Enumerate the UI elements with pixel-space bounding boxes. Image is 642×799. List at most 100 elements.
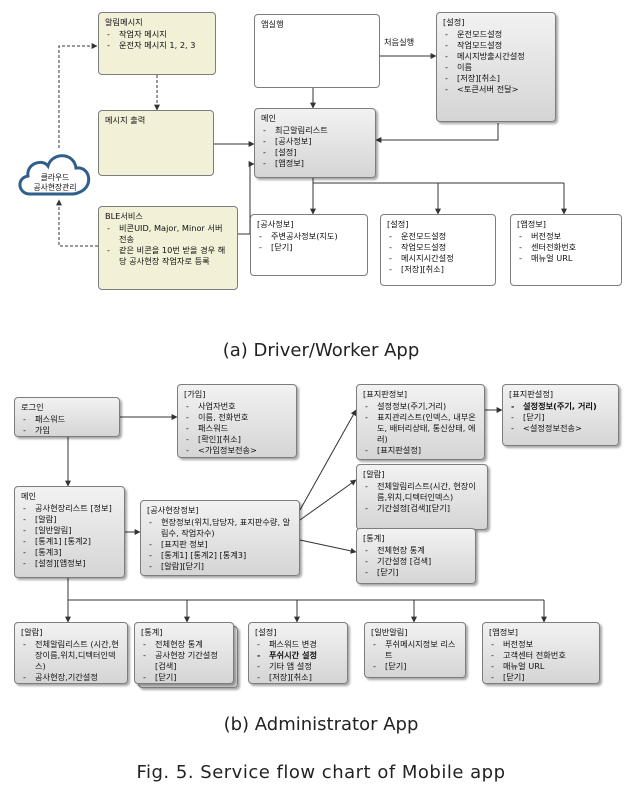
box-item: <설정정보전송>	[509, 423, 612, 434]
admin-sign-settings-box: [표지판설정] 설정정보(주기, 거리)[닫기]<설정정보전송>	[502, 384, 619, 446]
box-title: [설정]	[387, 219, 409, 229]
box-title: [표지판설정]	[509, 389, 554, 399]
box-item: 작업모드설정	[387, 242, 489, 253]
box-title: [공사정보]	[257, 219, 294, 229]
box-item-list: 패스워드 변경푸쉬시간 설정기타 앱 설정[저장][취소]	[255, 639, 341, 683]
driver-app-info-box: [앱정보] 버전정보센터전화번호매뉴얼 URL	[510, 214, 622, 286]
caption-admin-app: (b) Administrator App	[223, 714, 419, 735]
box-item-list: 사업자번호이름, 전화번호패스워드[확인][취소]<가입정보전송>	[184, 401, 290, 456]
box-item: 버전정보	[517, 231, 615, 242]
box-title: [일반알림]	[371, 627, 408, 637]
box-item: 주변공사정보(지도)	[257, 231, 361, 242]
box-item-list: 버전정보고객센터 전화번호매뉴얼 URL[닫기]	[489, 639, 593, 683]
box-item: [닫기]	[363, 567, 469, 578]
box-item-list: 운전모드설정작업모드설정메시지시간설정[저장][취소]	[387, 231, 489, 275]
driver-settings-top-box: [설정] 운전모드설정작업모드설정메시지방출시간설정이름[저장][취소]<토큰서버…	[436, 12, 556, 122]
cloud-icon	[14, 146, 96, 200]
box-item: [닫기]	[489, 672, 593, 683]
box-item: [통계1] [통계2] [통계3]	[147, 550, 293, 561]
box-item: 최근알림리스트	[261, 125, 369, 136]
box-item: [일반알림]	[21, 525, 118, 536]
box-item: [통계1] [통계2]	[21, 536, 118, 547]
box-item: 이름, 전화번호	[184, 412, 290, 423]
admin-main-box: 메인공사현장리스트 [정보][알람][일반알림][통계1] [통계2][통계3]…	[14, 486, 125, 578]
box-item-list: 설정정보(주기, 거리)[닫기]<설정정보전송>	[509, 401, 612, 434]
box-title: 로그인	[21, 402, 44, 412]
box-item: 고객센터 전화번호	[489, 650, 593, 661]
edge-cloud-alarm	[58, 43, 98, 148]
box-item-list: 운전모드설정작업모드설정메시지방출시간설정이름[저장][취소]<토큰서버 전달>	[443, 29, 549, 95]
box-item-list: 최근알림리스트[공사정보][설정][앱정보]	[261, 125, 369, 169]
driver-site-info-box: [공사정보] 주변공사정보(지도)[닫기]	[250, 214, 368, 276]
box-item: [설정][앱정보]	[21, 558, 118, 569]
box-item: [닫기]	[257, 242, 361, 253]
box-item: 기간설정[검색][닫기]	[363, 503, 481, 514]
box-title: BLE서비스	[105, 211, 143, 221]
box-item: 같은 비콘을 10번 받을 경우 해당 공사현장 작업자로 등록	[105, 245, 231, 267]
box-item: 버전정보	[489, 639, 593, 650]
box-item: 패스워드	[184, 423, 290, 434]
box-item: 운전모드설정	[443, 29, 549, 40]
admin-sign-info-box: [표지판정보] 설정정보(주기,거리)표지관리스트(인덱스, 내부온도, 배터리상…	[356, 384, 485, 460]
box-title: 메시지 출력	[105, 115, 146, 125]
admin-general-alarm-box: [일반알림]푸쉬메시지정보 리스트[닫기]	[364, 622, 466, 678]
box-item: [통계3]	[21, 547, 118, 558]
box-item: <가입정보전송>	[184, 445, 290, 456]
admin-join-box: [가입] 사업자번호이름, 전화번호패스워드[확인][취소]<가입정보전송>	[177, 384, 297, 458]
box-item: [저장][취소]	[387, 264, 489, 275]
box-item: 메시지방출시간설정	[443, 51, 549, 62]
box-item: [표지판 정보]	[147, 539, 293, 550]
box-title: 알림메시지	[105, 17, 143, 27]
box-item: 패스워드	[21, 414, 113, 425]
edge-ble-main	[238, 161, 255, 235]
box-item: 설정정보(주기,거리)	[363, 401, 478, 412]
box-item-list: 전체알림리스트(시간, 현장이름,위치,디텍터인덱스)기간설정[검색][닫기]	[363, 481, 481, 514]
box-item: 패스워드 변경	[255, 639, 341, 650]
box-title: [앱정보]	[517, 219, 546, 229]
driver-ble-service-box: BLE서비스비콘UID, Major, Minor 서버 전송같은 비콘을 10…	[98, 206, 238, 290]
box-item: 기간설정 [검색]	[363, 556, 469, 567]
box-title: [가입]	[184, 389, 206, 399]
box-item: 표지관리스트(인덱스, 내부온도, 배터리상태, 통신상태, 에러)	[363, 412, 478, 445]
box-item: 공사현장리스트 [정보]	[21, 503, 118, 514]
admin-stats-bottom-box: [통계]전체현장 통계공사현장 기간설정 [검색][닫기]	[134, 622, 234, 684]
box-title: [앱정보]	[489, 627, 518, 637]
box-item-list: 공사현장리스트 [정보][알람][일반알림][통계1] [통계2][통계3][설…	[21, 503, 118, 569]
box-title: 메인	[21, 491, 37, 501]
cloud-label-line1: 클라우드	[40, 173, 70, 182]
box-item: 전체현장 통계	[141, 639, 227, 650]
driver-app-run-box: 앱실행	[254, 14, 380, 88]
box-item: <토큰서버 전달>	[443, 84, 549, 95]
box-title: [통계]	[363, 533, 385, 543]
box-item: [알람][닫기]	[147, 561, 293, 572]
box-item-list: 버전정보센터전화번호매뉴얼 URL	[517, 231, 615, 264]
box-item: 푸쉬시간 설정	[255, 650, 341, 661]
caption-driver-app: (a) Driver/Worker App	[222, 340, 420, 361]
box-title: [설정]	[443, 17, 465, 27]
box-title: [알람]	[363, 469, 385, 479]
box-item: 작업모드설정	[443, 40, 549, 51]
box-item: [설정]	[261, 147, 369, 158]
box-title: 앱실행	[261, 19, 284, 29]
box-item: 공사현장 기간설정 [검색]	[141, 650, 227, 672]
box-item: 전체알림리스트 (시간,현장이름,위치,디텍터인덱스)	[21, 639, 121, 672]
box-item-list: 패스워드가입	[21, 414, 113, 436]
cloud-label: 클라우드 공사현장관리	[14, 173, 96, 193]
box-item: 매뉴얼 URL	[489, 661, 593, 672]
driver-settings-bottom-box: [설정] 운전모드설정작업모드설정메시지시간설정[저장][취소]	[380, 214, 496, 286]
box-item: 공사현장,기간설정	[21, 672, 121, 683]
box-item: [공사정보]	[261, 136, 369, 147]
box-item: [닫기]	[371, 661, 459, 672]
admin-settings-box: [설정]패스워드 변경푸쉬시간 설정기타 앱 설정[저장][취소]	[248, 622, 348, 684]
box-item: [저장][취소]	[443, 73, 549, 84]
box-title: [표지판정보]	[363, 389, 408, 399]
admin-login-box: 로그인패스워드가입	[14, 397, 120, 437]
box-item-list: 작업자 메시지운전자 메시지 1, 2, 3	[105, 29, 209, 51]
box-item: 운전자 메시지 1, 2, 3	[105, 40, 209, 51]
box-item: 메시지시간설정	[387, 253, 489, 264]
box-item: 가입	[21, 425, 113, 436]
edge-siteinfo-stats	[299, 539, 357, 554]
admin-alarm-bottom-box: [알람]전체알림리스트 (시간,현장이름,위치,디텍터인덱스)공사현장,기간설정	[14, 622, 128, 684]
admin-site-info-box: [공사현장정보]현장정보(위치,담당자, 표지판수량, 알림수, 작업자수)[표…	[140, 500, 300, 576]
